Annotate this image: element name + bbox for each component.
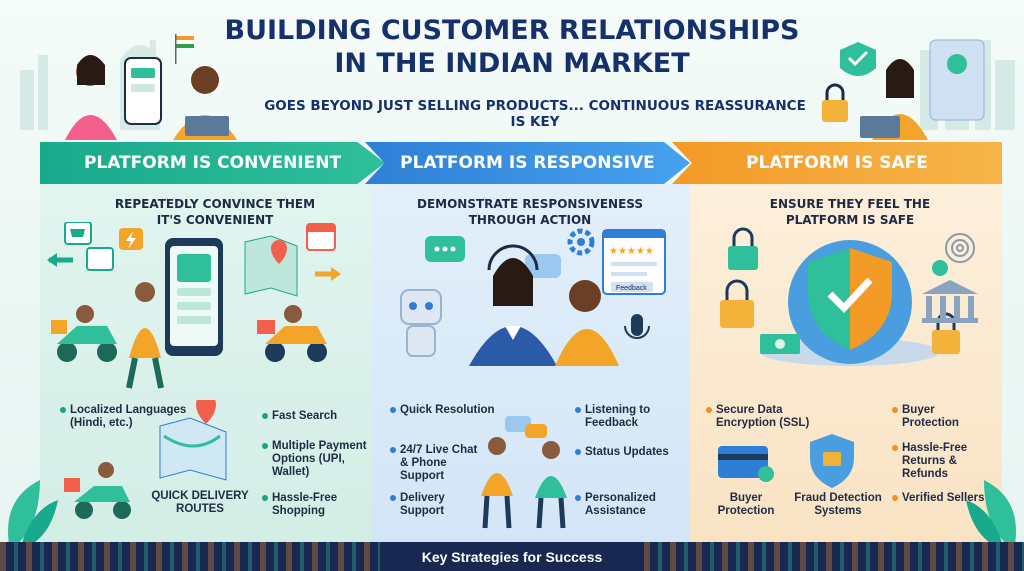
calendar-icon: [306, 223, 336, 251]
cart-icon: [64, 222, 92, 245]
intro-safe: ENSURE THEY FEEL THE PLATFORM IS SAFE: [705, 196, 995, 228]
padlock-icon: [720, 279, 754, 328]
feature-quick-resolution: Quick Resolution: [390, 404, 500, 417]
leaf-decoration-right: [966, 480, 1016, 550]
credit-card-icon: [718, 446, 774, 482]
tab-convenient: PLATFORM IS CONVENIENT: [40, 142, 385, 184]
fingerprint-icon: [945, 233, 975, 263]
label-buyer-protection: Buyer Protection: [717, 492, 775, 517]
feature-hassle-free-shopping: Hassle-Free Shopping: [262, 492, 372, 518]
feature-buyer-protection-top: Buyer Protection: [892, 404, 992, 430]
star-rating-icon: ★★★★★: [602, 229, 666, 295]
convenient-illustration: [47, 222, 341, 389]
india-flag-icon: [175, 34, 194, 64]
feature-payment-options: Multiple Payment Options (UPI, Wallet): [262, 440, 372, 479]
padlock-icon: [822, 83, 848, 122]
feature-ssl-encryption: Secure Data Encryption (SSL): [706, 404, 826, 430]
label-fraud-detection: Fraud Detection Systems: [794, 492, 882, 517]
intro-safe-line1: ENSURE THEY FEEL THE: [769, 197, 931, 211]
security-items-illustration: [718, 434, 854, 488]
tab-responsive: PLATFORM IS RESPONSIVE: [365, 142, 690, 184]
intro-responsive-line2: THROUGH ACTION: [468, 213, 592, 227]
padlock-icon: [728, 227, 758, 270]
feedback-badge: Feedback: [616, 285, 647, 292]
responsive-illustration: ★★★★★ Feedback: [400, 228, 666, 366]
people-shopping-illustration: [65, 55, 237, 140]
chat-bubble-icon: [425, 236, 465, 262]
feature-status-updates: Status Updates: [575, 446, 685, 459]
shield-check-icon: [808, 248, 892, 350]
svg-text:★★★★★: ★★★★★: [609, 246, 654, 257]
woman-laptop-illustration: [822, 39, 985, 140]
feature-delivery-support: Delivery Support: [390, 492, 480, 518]
feature-fast-search: Fast Search: [262, 410, 372, 423]
bank-icon: [922, 280, 978, 323]
gear-icon: [567, 228, 595, 256]
intro-convenient-line1: REPEATEDLY CONVINCE THEM: [114, 197, 316, 211]
feature-hassle-free-returns: Hassle-Free Returns & Refunds: [892, 442, 992, 481]
feature-live-chat: 24/7 Live Chat & Phone Support: [390, 444, 480, 483]
leaf-decoration-left: [8, 480, 58, 550]
title-line-2: IN THE INDIAN MARKET: [334, 48, 690, 79]
microphone-icon: [624, 314, 650, 339]
delivery-map-illustration: [64, 400, 227, 519]
shield-check-icon: [810, 434, 854, 488]
feature-verified-sellers: Verified Sellers: [892, 492, 992, 505]
feature-localized-languages: Localized Languages (Hindi, etc.): [60, 404, 200, 430]
intro-safe-line2: PLATFORM IS SAFE: [785, 213, 915, 227]
feature-listening-feedback: Listening to Feedback: [575, 404, 685, 430]
lightning-icon: [119, 228, 143, 250]
quick-delivery-label: QUICK DELIVERY ROUTES: [151, 490, 249, 515]
footer-banner: Key Strategies for Success: [0, 542, 1024, 571]
map-pin-icon: [244, 235, 298, 297]
intro-responsive-line1: DEMONSTRATE RESPONSIVENESS: [416, 197, 644, 211]
intro-convenient: REPEATEDLY CONVINCE THEM IT'S CONVENIENT: [90, 196, 340, 228]
intro-responsive: DEMONSTRATE RESPONSIVENESS THROUGH ACTIO…: [385, 196, 675, 228]
support-people-illustration: [481, 416, 567, 529]
title-line-1: BUILDING CUSTOMER RELATIONSHIPS: [224, 15, 800, 46]
money-icon: [760, 334, 800, 354]
tab-safe: PLATFORM IS SAFE: [672, 142, 1002, 184]
intro-convenient-line2: IT'S CONVENIENT: [156, 213, 274, 227]
page-title: BUILDING CUSTOMER RELATIONSHIPS IN THE I…: [150, 14, 874, 80]
safe-illustration: [720, 227, 978, 366]
feature-personalized-assistance: Personalized Assistance: [575, 492, 685, 518]
footer-label: Key Strategies for Success: [421, 548, 603, 565]
page-subtitle: GOES BEYOND JUST SELLING PRODUCTS... CON…: [264, 98, 806, 130]
